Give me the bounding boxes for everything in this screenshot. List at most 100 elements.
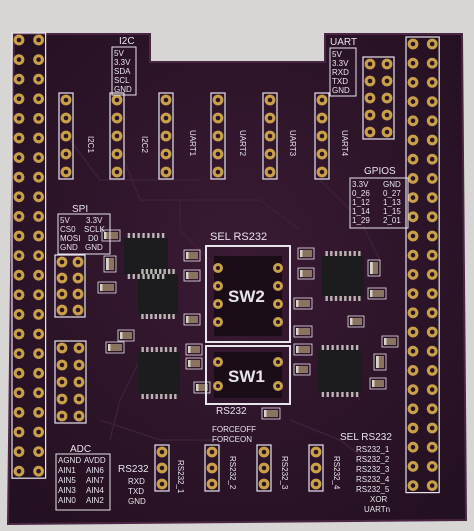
smd-capacitor <box>117 329 135 342</box>
label-spi: SPI <box>72 204 88 215</box>
label-conn-uart1: UART1 <box>188 130 197 157</box>
header-pin <box>56 359 68 371</box>
header-pin <box>407 307 419 319</box>
ic-pin <box>167 269 171 274</box>
label-rs232-mid: RS232 <box>216 406 247 417</box>
uart-pin-gnd: GND <box>332 86 350 95</box>
ic-max3221-top-mid <box>138 274 178 314</box>
header-pin <box>426 461 438 472</box>
i2c-pin-scl: SCL <box>114 76 130 85</box>
header-pin <box>316 130 328 142</box>
header-pin <box>407 211 419 223</box>
ic-pin <box>330 251 333 256</box>
ic-pin <box>351 392 354 397</box>
header-pin <box>407 441 419 453</box>
smd-capacitor <box>97 281 117 294</box>
ic-pin <box>172 314 175 319</box>
ic-pin <box>152 233 155 238</box>
gpio-pin-1-29: 1_29 <box>352 216 370 225</box>
ic-pin <box>160 347 163 352</box>
smd-capacitor <box>297 247 315 260</box>
ic-pin <box>159 314 162 319</box>
label-uartn: UARTn <box>364 505 390 514</box>
header-pin <box>33 328 44 340</box>
label-conn-uart3: UART3 <box>288 130 297 157</box>
ic-pin <box>344 296 347 301</box>
label-sw2: SW2 <box>228 287 265 306</box>
label-adc: ADC <box>70 444 91 455</box>
ic-pin <box>167 314 171 319</box>
header-pin <box>364 58 376 70</box>
adc-pin-avdd: AVDD <box>84 456 106 465</box>
ic-pin <box>141 269 144 274</box>
i2c-pin-gnd: GND <box>114 85 132 94</box>
smd-capacitor <box>185 357 203 370</box>
header-pin <box>13 211 25 222</box>
switch-pad <box>213 381 223 391</box>
header-pin <box>60 130 72 142</box>
header-pin <box>33 54 44 65</box>
header-pin <box>13 446 25 457</box>
smd-capacitor <box>103 255 117 273</box>
header-pin <box>111 112 123 124</box>
header-pin <box>13 191 25 203</box>
header-pin <box>72 272 84 284</box>
switch-pad <box>273 263 283 273</box>
ic-pin <box>147 274 150 279</box>
header-pin <box>60 148 72 160</box>
header-pin <box>264 94 276 106</box>
header-pin <box>426 307 438 319</box>
ic-pin <box>355 392 359 397</box>
header-pin <box>407 57 419 69</box>
spi-pin-5v: 5V <box>60 216 70 225</box>
header-pin <box>56 272 68 284</box>
spi-pin-gnd-b: GND <box>85 243 103 252</box>
ic-pin <box>353 296 356 301</box>
ic-pin <box>334 296 338 301</box>
label-sel-rs232-top: SEL RS232 <box>210 231 267 243</box>
header-pin <box>13 113 25 124</box>
header-pin <box>33 426 44 438</box>
header-pin <box>33 269 44 281</box>
ic-pin <box>159 269 162 274</box>
header-pin <box>426 57 438 69</box>
header-pin <box>160 94 172 106</box>
switch-pad <box>273 317 283 327</box>
i2c-pin-5v: 5V <box>114 49 124 58</box>
header-pin <box>316 94 328 106</box>
header-pin <box>72 256 84 268</box>
header-pin <box>407 403 419 415</box>
label-conn-rs232-3: RS232_3 <box>280 456 289 490</box>
header-pin <box>206 446 218 458</box>
header-pin <box>381 92 393 104</box>
header-pin <box>310 462 322 474</box>
smd-capacitor <box>367 287 387 300</box>
header-pin <box>364 92 376 104</box>
header-pin <box>426 211 438 223</box>
ic-pin <box>141 314 144 319</box>
header-pin <box>73 376 85 388</box>
header-pin <box>13 387 25 399</box>
header-pin <box>111 148 123 160</box>
adc-pin-ain2: AIN2 <box>86 496 104 505</box>
adc-pin-ain6: AIN6 <box>86 466 104 475</box>
header-pin <box>73 393 85 405</box>
uart-pin-txd: TXD <box>332 77 348 86</box>
ic-pin <box>157 274 160 279</box>
header-pin <box>13 269 25 281</box>
smd-capacitor <box>297 267 315 280</box>
header-pin <box>407 384 419 395</box>
ic-pin <box>161 233 165 238</box>
ic-pin <box>341 392 344 397</box>
header-rs232-2 <box>204 444 220 492</box>
smd-capacitor <box>293 325 313 338</box>
header-pin <box>13 328 25 340</box>
ic-pin <box>353 251 356 256</box>
header-pin <box>258 462 270 474</box>
smd-capacitor <box>347 315 365 328</box>
header-pin <box>407 480 419 491</box>
header-pin <box>426 403 438 415</box>
label-conn-rs232-1: RS232_1 <box>176 460 185 494</box>
header-spi <box>54 254 86 318</box>
header-uart1 <box>158 92 174 180</box>
